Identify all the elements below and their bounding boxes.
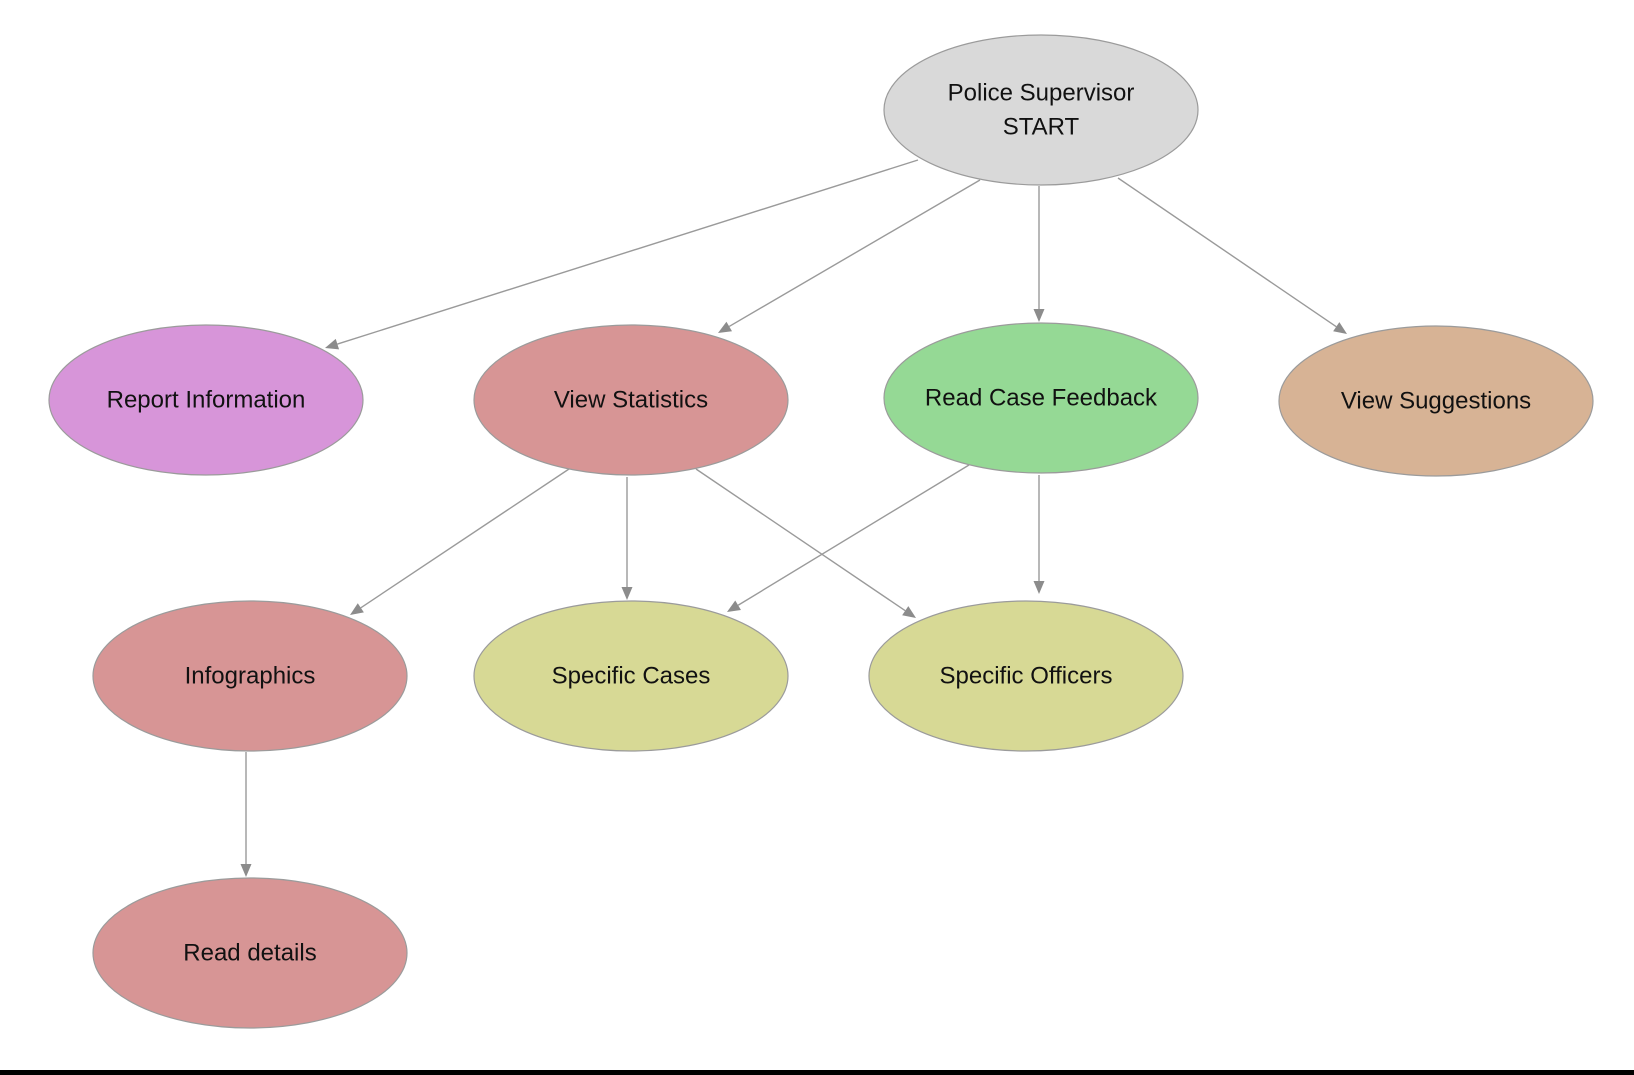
node-label: Infographics: [185, 663, 316, 690]
node-read-details: Read details: [92, 877, 408, 1029]
edge-read-case-feedback-to-specific-cases: [727, 464, 970, 612]
arrowhead: [1333, 322, 1347, 334]
node-label: Specific Officers: [940, 663, 1113, 690]
node-ellipse: [883, 34, 1199, 186]
edge-line: [337, 159, 919, 345]
node-label: Read details: [183, 940, 316, 967]
edge-line: [1117, 177, 1337, 328]
node-ellipse: [92, 877, 408, 1029]
edge-view-statistics-to-specific-officers: [695, 468, 916, 618]
arrowhead: [240, 864, 252, 877]
node-label: Read Case Feedback: [925, 385, 1158, 412]
arrowhead: [902, 606, 916, 618]
edge-line: [728, 179, 981, 328]
node-ellipse: [92, 600, 408, 752]
edge-start-to-report-information: [325, 159, 919, 350]
edge-view-statistics-to-infographics: [350, 468, 570, 615]
node-ellipse: [883, 322, 1199, 474]
edge-line: [695, 468, 906, 612]
edge-start-to-view-suggestions: [1117, 177, 1347, 334]
edge-read-case-feedback-to-specific-officers: [1033, 475, 1045, 594]
edge-line: [737, 464, 970, 606]
node-ellipse: [48, 324, 364, 476]
arrowhead: [1033, 309, 1045, 322]
node-label: View Suggestions: [1341, 388, 1531, 415]
node-label: Police Supervisor: [948, 80, 1135, 107]
node-specific-cases: Specific Cases: [473, 600, 789, 752]
node-label: View Statistics: [554, 387, 708, 414]
node-view-statistics: View Statistics: [473, 324, 789, 476]
node-view-suggestions: View Suggestions: [1278, 325, 1594, 477]
arrowhead: [621, 587, 633, 600]
node-read-case-feedback: Read Case Feedback: [883, 322, 1199, 474]
edges-layer: [240, 159, 1347, 877]
node-label: Specific Cases: [552, 663, 711, 690]
node-specific-officers: Specific Officers: [868, 600, 1184, 752]
node-infographics: Infographics: [92, 600, 408, 752]
edge-view-statistics-to-specific-cases: [621, 477, 633, 600]
arrowhead: [718, 321, 732, 333]
edge-infographics-to-read-details: [240, 752, 252, 877]
node-ellipse: [1278, 325, 1594, 477]
node-label: START: [1003, 114, 1080, 141]
node-ellipse: [473, 324, 789, 476]
edge-line: [360, 468, 570, 609]
arrowhead: [1033, 581, 1045, 594]
arrowhead: [325, 338, 340, 350]
node-report-information: Report Information: [48, 324, 364, 476]
node-label: Report Information: [107, 387, 306, 414]
edge-start-to-read-case-feedback: [1033, 186, 1045, 322]
node-ellipse: [473, 600, 789, 752]
edge-start-to-view-statistics: [718, 179, 981, 333]
arrowhead: [727, 600, 741, 612]
node-ellipse: [868, 600, 1184, 752]
arrowhead: [350, 603, 364, 615]
